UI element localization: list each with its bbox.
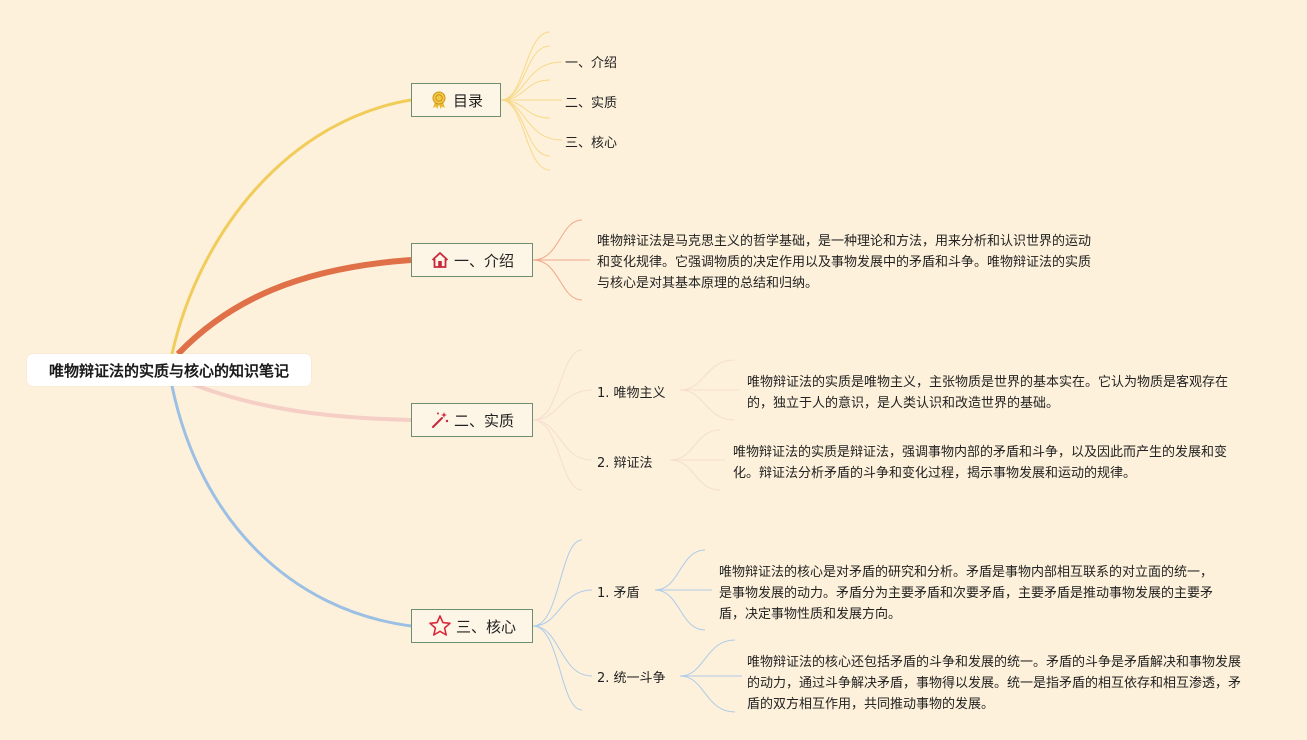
branch-core[interactable]: 三、核心 <box>411 609 533 643</box>
connector-essence-fan <box>532 349 740 491</box>
branch-intro-label: 一、介绍 <box>453 251 514 270</box>
essence-item-dialectics-text: 唯物辩证法的实质是辩证法，强调事物内部的矛盾和斗争，以及因此而产生的发展和变化。… <box>733 445 1228 481</box>
essence-item-materialism-label[interactable]: 1. 唯物主义 <box>597 386 666 401</box>
core-item-unity-struggle-text: 唯物辩证法的核心还包括矛盾的斗争和发展的统一。矛盾的斗争是矛盾解决和事物发展的动… <box>747 655 1242 712</box>
branch-intro[interactable]: 一、介绍 <box>411 243 533 277</box>
core-item-contradiction-text: 唯物辩证法的核心是对矛盾的研究和分析。矛盾是事物内部相互联系的对立面的统一，是事… <box>719 565 1214 622</box>
essence-item-materialism-text: 唯物辩证法的实质是唯物主义，主张物质是世界的基本实在。它认为物质是客观存在的，独… <box>747 375 1229 411</box>
star-icon <box>428 614 452 638</box>
branch-core-label: 三、核心 <box>455 617 516 636</box>
core-item-contradiction-label[interactable]: 1. 矛盾 <box>597 586 640 601</box>
magic-wand-icon <box>430 410 450 430</box>
toc-item-core[interactable]: 三、核心 <box>565 136 618 151</box>
connector-root-toc <box>170 98 412 355</box>
root-topic[interactable]: 唯物辩证法的实质与核心的知识笔记 <box>27 354 311 386</box>
connector-intro-fan <box>532 219 590 301</box>
connector-root-core <box>170 385 412 628</box>
branch-toc[interactable]: 目录 <box>411 83 501 117</box>
root-title: 唯物辩证法的实质与核心的知识笔记 <box>48 361 289 380</box>
intro-text: 唯物辩证法是马克思主义的哲学基础，是一种理论和方法，用来分析和认识世界的运动和变… <box>597 234 1092 291</box>
connector-toc-fan <box>500 31 563 171</box>
connector-root-intro <box>175 257 412 357</box>
award-medal-icon <box>429 90 449 110</box>
branch-essence[interactable]: 二、实质 <box>411 403 533 437</box>
home-icon <box>430 250 450 270</box>
connector-core-fan <box>532 539 742 713</box>
toc-item-intro[interactable]: 一、介绍 <box>565 56 618 71</box>
core-item-unity-struggle-label[interactable]: 2. 统一斗争 <box>597 671 666 686</box>
branch-essence-label: 二、实质 <box>453 411 514 430</box>
branch-toc-label: 目录 <box>452 91 483 110</box>
essence-item-dialectics-label[interactable]: 2. 辩证法 <box>597 456 653 471</box>
toc-item-essence[interactable]: 二、实质 <box>565 96 618 111</box>
connector-root-essence <box>191 382 412 422</box>
